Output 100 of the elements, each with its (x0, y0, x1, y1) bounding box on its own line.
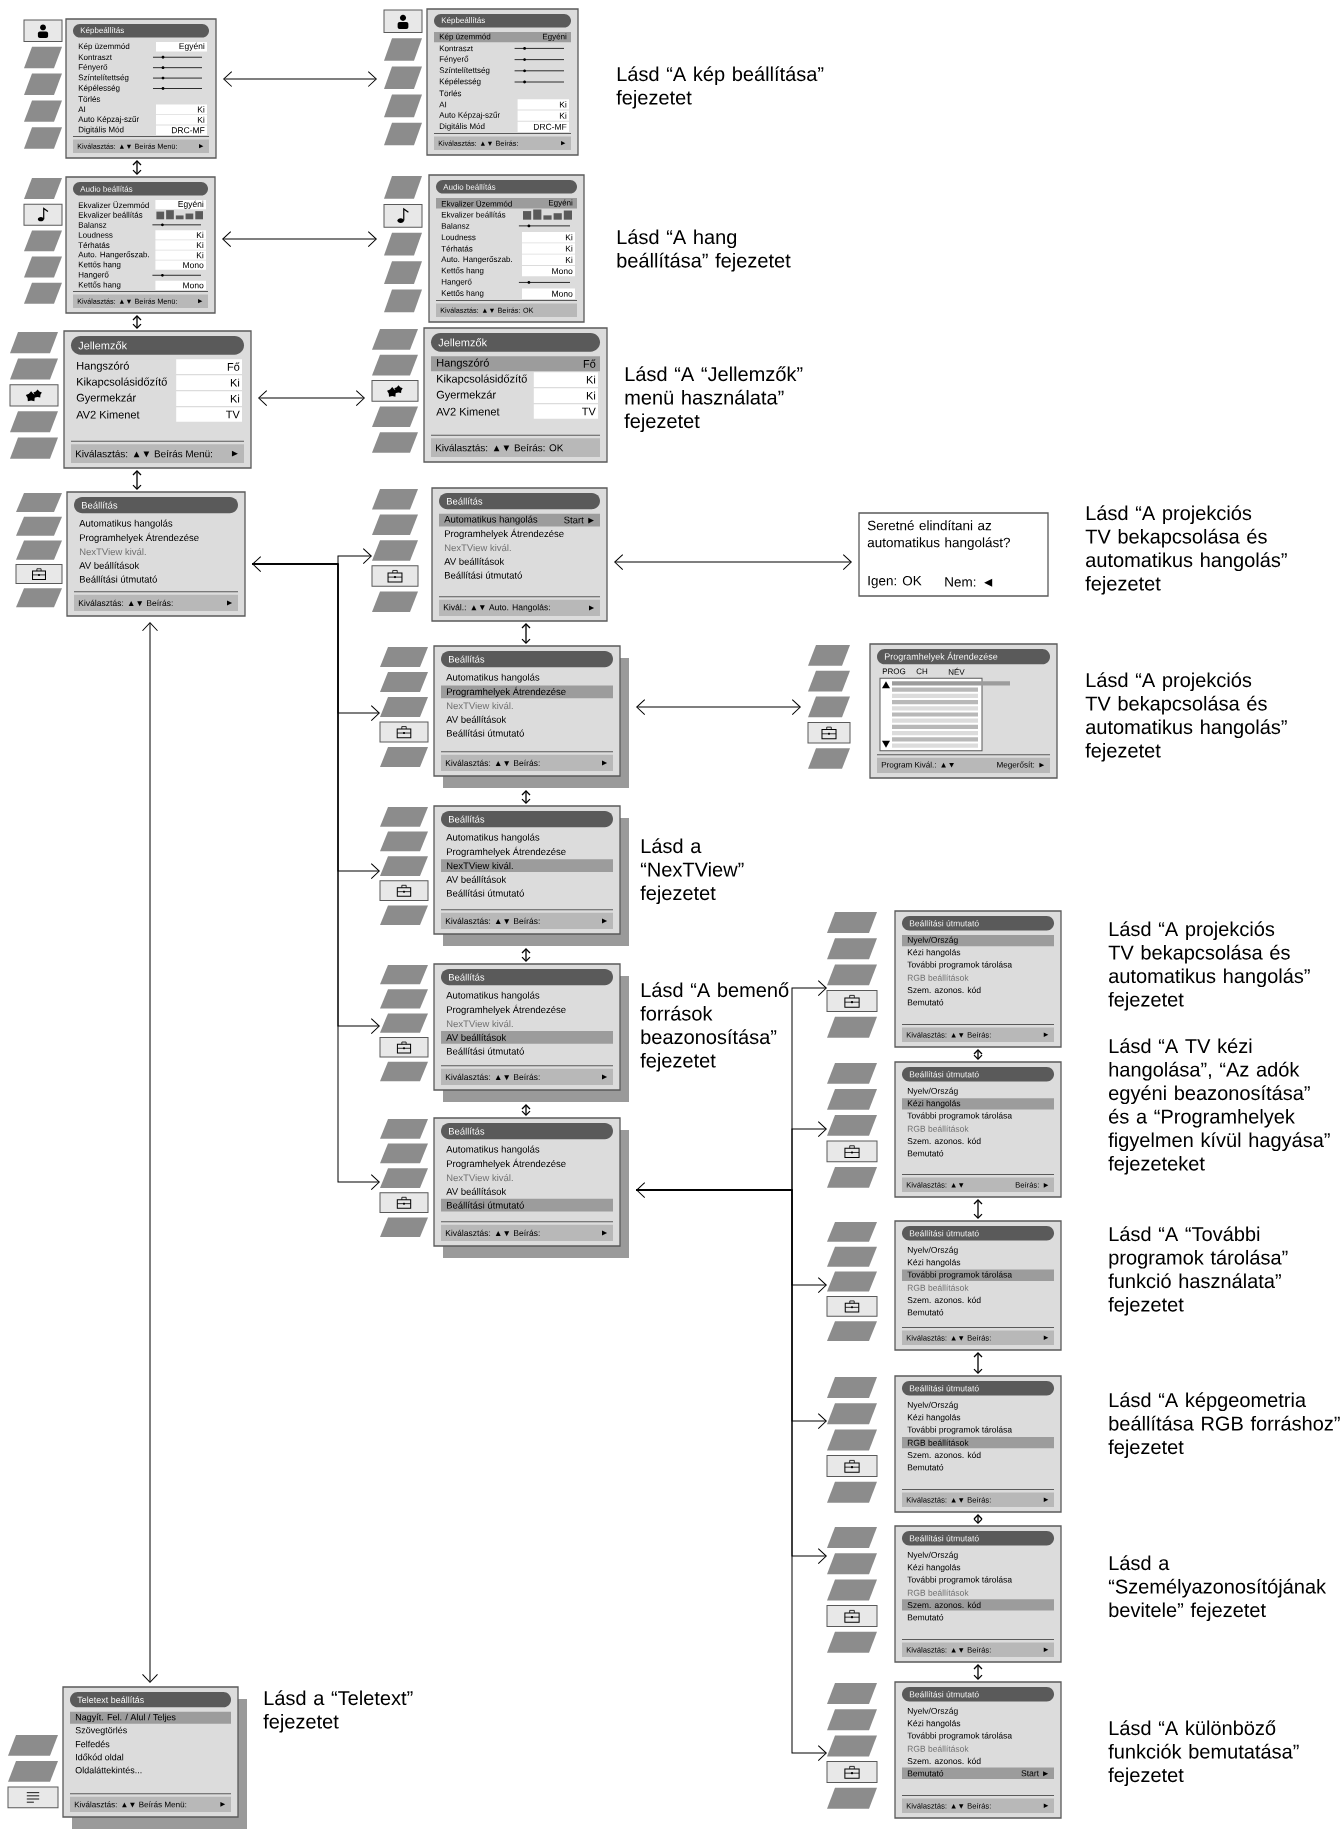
node-label: ► (602, 760, 608, 766)
menu-item: Bemutató (907, 1150, 944, 1157)
menu-item: Programhelyek Átrendezése (447, 1004, 566, 1015)
node-label: Kiválasztás: ▲▼ Beírás: (445, 1229, 540, 1237)
highlighted-menu-item: NexTView kivál. (441, 859, 613, 872)
highlighted-menu-item: Bemutató Start ► (902, 1767, 1054, 1779)
value-field: TV (533, 404, 598, 419)
menu-item: Kikapcsolásidőzítő (77, 377, 167, 388)
reference-note: Lásd “A projekciós TV bekapcsolása és automatikus hangolás” fejezetet (1085, 505, 1287, 595)
value-field: Mono (155, 260, 206, 270)
menu-item: Kézi hangolás (907, 1413, 961, 1422)
node-label: Kiválasztás: ▲▼ Beírás Menü: (74, 1801, 187, 1808)
menu-item: Térhatás (441, 245, 473, 252)
menu-item: Auto Képzaj-szűr (439, 111, 500, 120)
menu-item: Nyelv/Ország (907, 1087, 958, 1096)
title-bar: Beállítás (439, 493, 600, 510)
menu-screen (371, 487, 608, 622)
menu-screen (807, 643, 1058, 779)
menu-item: Loudness (78, 232, 113, 238)
menu-item: NexTView kivál. (80, 548, 146, 556)
menu-item: Digitális Mód (78, 126, 124, 134)
menu-item: Képélesség (78, 84, 120, 93)
menu-item: Loudness (441, 234, 476, 241)
value-field: Ki (522, 243, 575, 254)
double-arrow (258, 390, 365, 406)
menu-screen (379, 805, 629, 946)
node-label: Start ► (564, 516, 594, 524)
menu-item: Szem. azonos. kód (907, 1296, 981, 1304)
title-bar: Beállítási útmutató (902, 1381, 1054, 1396)
menu-item: Oldaláttekintés... (75, 1766, 142, 1774)
menu-screen (23, 176, 216, 314)
menu-item: További programok tárolása (907, 1112, 1013, 1121)
value-field: Ki (155, 230, 206, 240)
menu-screen (826, 1220, 1062, 1351)
value-field: DRC-MF (517, 121, 569, 132)
value-field: Ki (156, 104, 207, 115)
node-label: Ekvalizer Üzemmód (441, 199, 512, 207)
menu-item: RGB beállítások (907, 1745, 969, 1752)
value-field: Ki (155, 240, 206, 250)
menu-item: Bemutató (907, 1464, 944, 1471)
node-label: Start ► (1021, 1770, 1049, 1777)
value-field: Mono (522, 288, 575, 299)
small-double-arrow (521, 790, 531, 804)
double-arrow (223, 71, 377, 87)
menu-screen (826, 910, 1062, 1048)
small-double-arrow (132, 315, 142, 329)
node-label: ► (602, 1074, 608, 1080)
menu-item: Gyermekzár (76, 393, 136, 404)
value-field: Ki (176, 391, 242, 406)
menu-item: RGB beállítások (907, 1125, 969, 1132)
menu-item: Programhelyek Átrendezése (80, 532, 199, 543)
menu-item: Beállítási útmutató (447, 889, 524, 897)
highlighted-menu-item: Szem. azonos. kód (902, 1599, 1054, 1611)
value-field: Ki (156, 115, 207, 125)
highlighted-menu-item: Ekvalizer Üzemmód Egyéni (436, 198, 577, 209)
double-arrow (636, 699, 801, 715)
node-label: ► (220, 1801, 226, 1807)
menu-item: AV beállítások (79, 561, 140, 569)
menu-item: Kettős hang (78, 281, 121, 290)
title-bar: Jellemzők (71, 336, 244, 355)
small-double-arrow (973, 1664, 983, 1680)
title-bar: Audio beállítás (436, 180, 577, 194)
value-field: Ki (176, 375, 242, 390)
small-double-arrow (973, 1049, 983, 1060)
title-bar: Beállítás (74, 497, 238, 514)
title-bar: Beállítás (441, 1123, 613, 1140)
reference-note: Lásd “A projekciós TV bekapcsolása és automatikus hangolás” fejezetet (1108, 921, 1310, 1011)
highlighted-menu-item: Hangszóró Fő (431, 356, 600, 372)
reference-note: Lásd a “Teletext” fejezetet (263, 1690, 413, 1733)
reference-note: Lásd “A bemenő források beazonosítása” fejezetet (640, 982, 789, 1072)
menu-item: RGB beállítások (907, 1589, 969, 1596)
menu-item: Bemutató (907, 999, 944, 1006)
menu-item: Balansz (441, 222, 470, 229)
menu-item: Nyelv/Ország (907, 1707, 958, 1716)
menu-item: Törlés (78, 95, 101, 102)
menu-item: Beállítási útmutató (80, 575, 157, 583)
value-field: Fő (176, 359, 242, 374)
title-bar: Beállítási útmutató (902, 1226, 1054, 1241)
value-field: Ki (522, 232, 575, 243)
menu-item: További programok tárolása (907, 1732, 1013, 1741)
branching-arrow (636, 980, 827, 1198)
menu-item: Kettős hang (78, 261, 121, 269)
menu-item: Hangszóró (77, 361, 129, 372)
menu-item: AV2 Kimenet (76, 410, 140, 419)
value-field: Mono (522, 265, 575, 277)
menu-item: Felfedés (75, 1740, 110, 1748)
column-header: CH (916, 668, 928, 675)
menu-item: AV beállítások (446, 1187, 507, 1195)
menu-item: Balansz (78, 221, 107, 228)
menu-item: Digitális Mód (439, 123, 485, 131)
small-double-arrow (132, 470, 142, 490)
menu-screen (826, 1525, 1062, 1663)
menu-item: További programok tárolása (907, 1576, 1013, 1585)
menu-item: RGB beállítások (907, 974, 969, 981)
menu-item: AV beállítások (446, 875, 507, 883)
menu-item: Hangerő (78, 271, 109, 280)
reference-note: Lásd “A TV kézi hangolása”, “Az adók egyéni beazonosítása” és a “Programhelyek figyelmen kívül hagyása” fejezeteket (1108, 1038, 1330, 1175)
menu-screen (826, 1375, 1062, 1513)
menu-item: Auto. Hangerőszab. (78, 251, 149, 259)
branching-arrow (635, 1189, 827, 1761)
